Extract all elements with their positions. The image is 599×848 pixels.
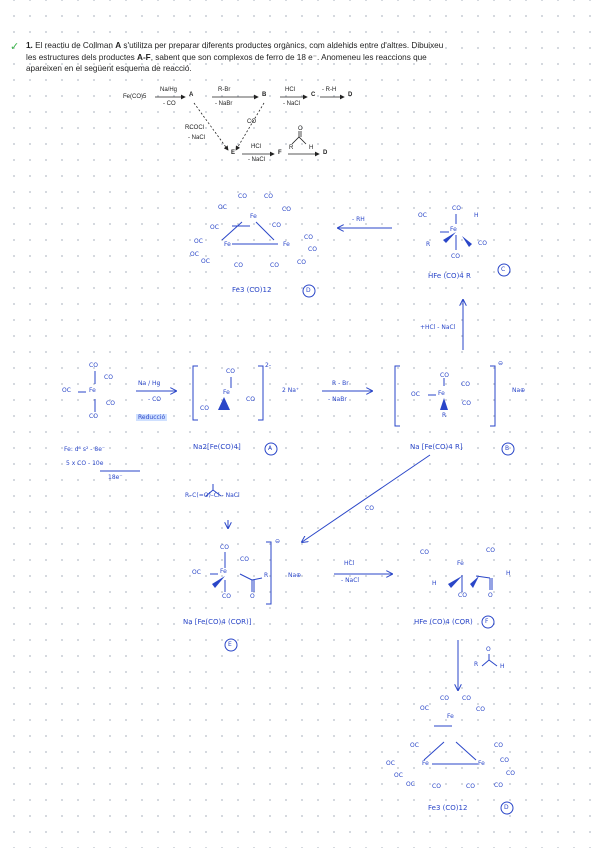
structure-e-label: Na [Fe(CO)4 (COR)] [183, 618, 252, 626]
acyl-chloride-reagent: R–C(=O)–Cl - NaCl [185, 492, 240, 499]
step-na-hg: Na / Hg [138, 380, 161, 387]
structure-c-label: HFe (CO)4 R [428, 272, 471, 280]
scheme-B: B [262, 92, 267, 98]
wedges [212, 232, 479, 588]
structure-a-label: Na2[Fe(CO)4] [193, 443, 241, 451]
step-rbr: R - Br [332, 380, 349, 387]
structure-d-label: Fe3 (CO)12 [232, 286, 272, 294]
structure-d-bottom-label: Fe3 (CO)12 [428, 804, 468, 812]
reduction-highlight: Reducció [136, 414, 168, 421]
structure-f-label: HFe (CO)4 (COR) [414, 618, 473, 626]
step-hcl: +HCl - NaCl [420, 324, 456, 331]
scheme-arrows [155, 94, 345, 157]
scheme-D: D [348, 92, 353, 98]
scheme-F: F [278, 150, 282, 156]
step-nacl-2: - NaCl [341, 577, 360, 584]
step-co-diagonal: CO [365, 505, 374, 512]
scheme-fe-co5: Fe(CO)5 [123, 94, 147, 100]
scheme-A: A [189, 92, 194, 98]
scheme-D2: D [323, 150, 328, 156]
check-mark-icon: ✓ [10, 41, 20, 53]
step-minus-co: - CO [148, 396, 161, 403]
step-hcl-2: HCl [344, 560, 355, 567]
scheme-E: E [231, 150, 236, 156]
handwriting-strokes [78, 214, 515, 815]
scheme-C: C [311, 92, 316, 98]
step-minus-rh: - RH [352, 216, 365, 223]
problem-statement: 1. El reactiu de Collman A s'utilitza pe… [26, 41, 444, 73]
structure-b-label: Na [Fe(CO)4 R] [410, 443, 463, 451]
step-nabr: - NaBr [328, 396, 347, 403]
problem-number: 1. [26, 41, 33, 50]
